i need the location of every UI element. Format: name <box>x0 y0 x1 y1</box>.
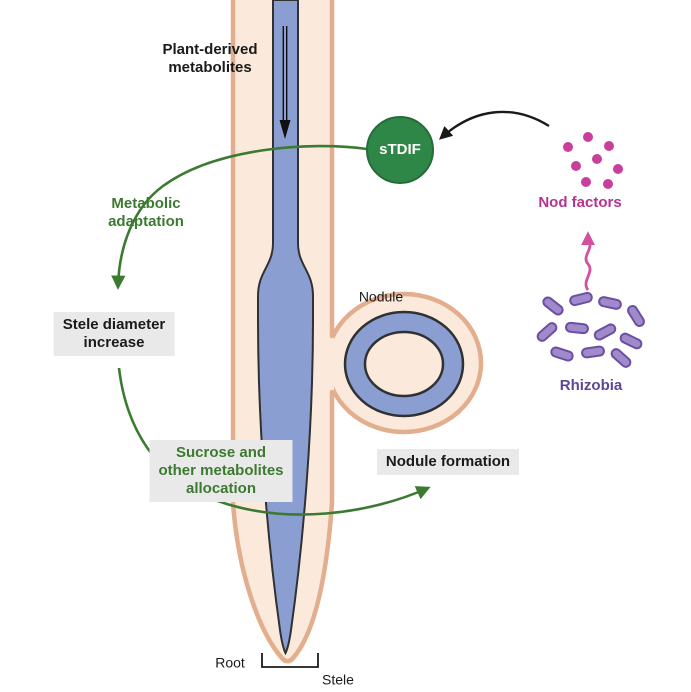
stdif-label: sTDIF <box>379 141 421 158</box>
metabolic-cycle-arrow <box>111 144 368 290</box>
nod-factor-dots <box>563 132 623 189</box>
metabolite-flow-down-arrow <box>279 26 291 139</box>
nodule-ring-inner <box>363 330 445 398</box>
stdif-induction-arrow <box>439 110 550 140</box>
nodule-formation-label: Nodule formation <box>376 449 520 475</box>
rhizobia-label: Rhizobia <box>559 377 623 394</box>
rhizobia-cells <box>536 291 645 368</box>
sucrose-allocation-label: Sucrose and other metabolites allocation <box>149 440 293 502</box>
nod-factor-signal-arrow <box>581 231 595 291</box>
nodule-label: Nodule <box>358 288 404 305</box>
stele-label: Stele <box>322 671 354 688</box>
stele-diameter-increase-label: Stele diameter increase <box>53 312 175 356</box>
metabolic-adaptation-label: Metabolic adaptation <box>108 195 184 230</box>
root-label: Root <box>215 654 245 671</box>
root-wall-left-and-tip <box>230 0 335 664</box>
plant-metabolites-label: Plant-derived metabolites <box>162 41 258 76</box>
nod-factors-label: Nod factors <box>538 194 622 211</box>
stele-bracket <box>261 653 319 668</box>
stdif-circle <box>366 116 434 184</box>
